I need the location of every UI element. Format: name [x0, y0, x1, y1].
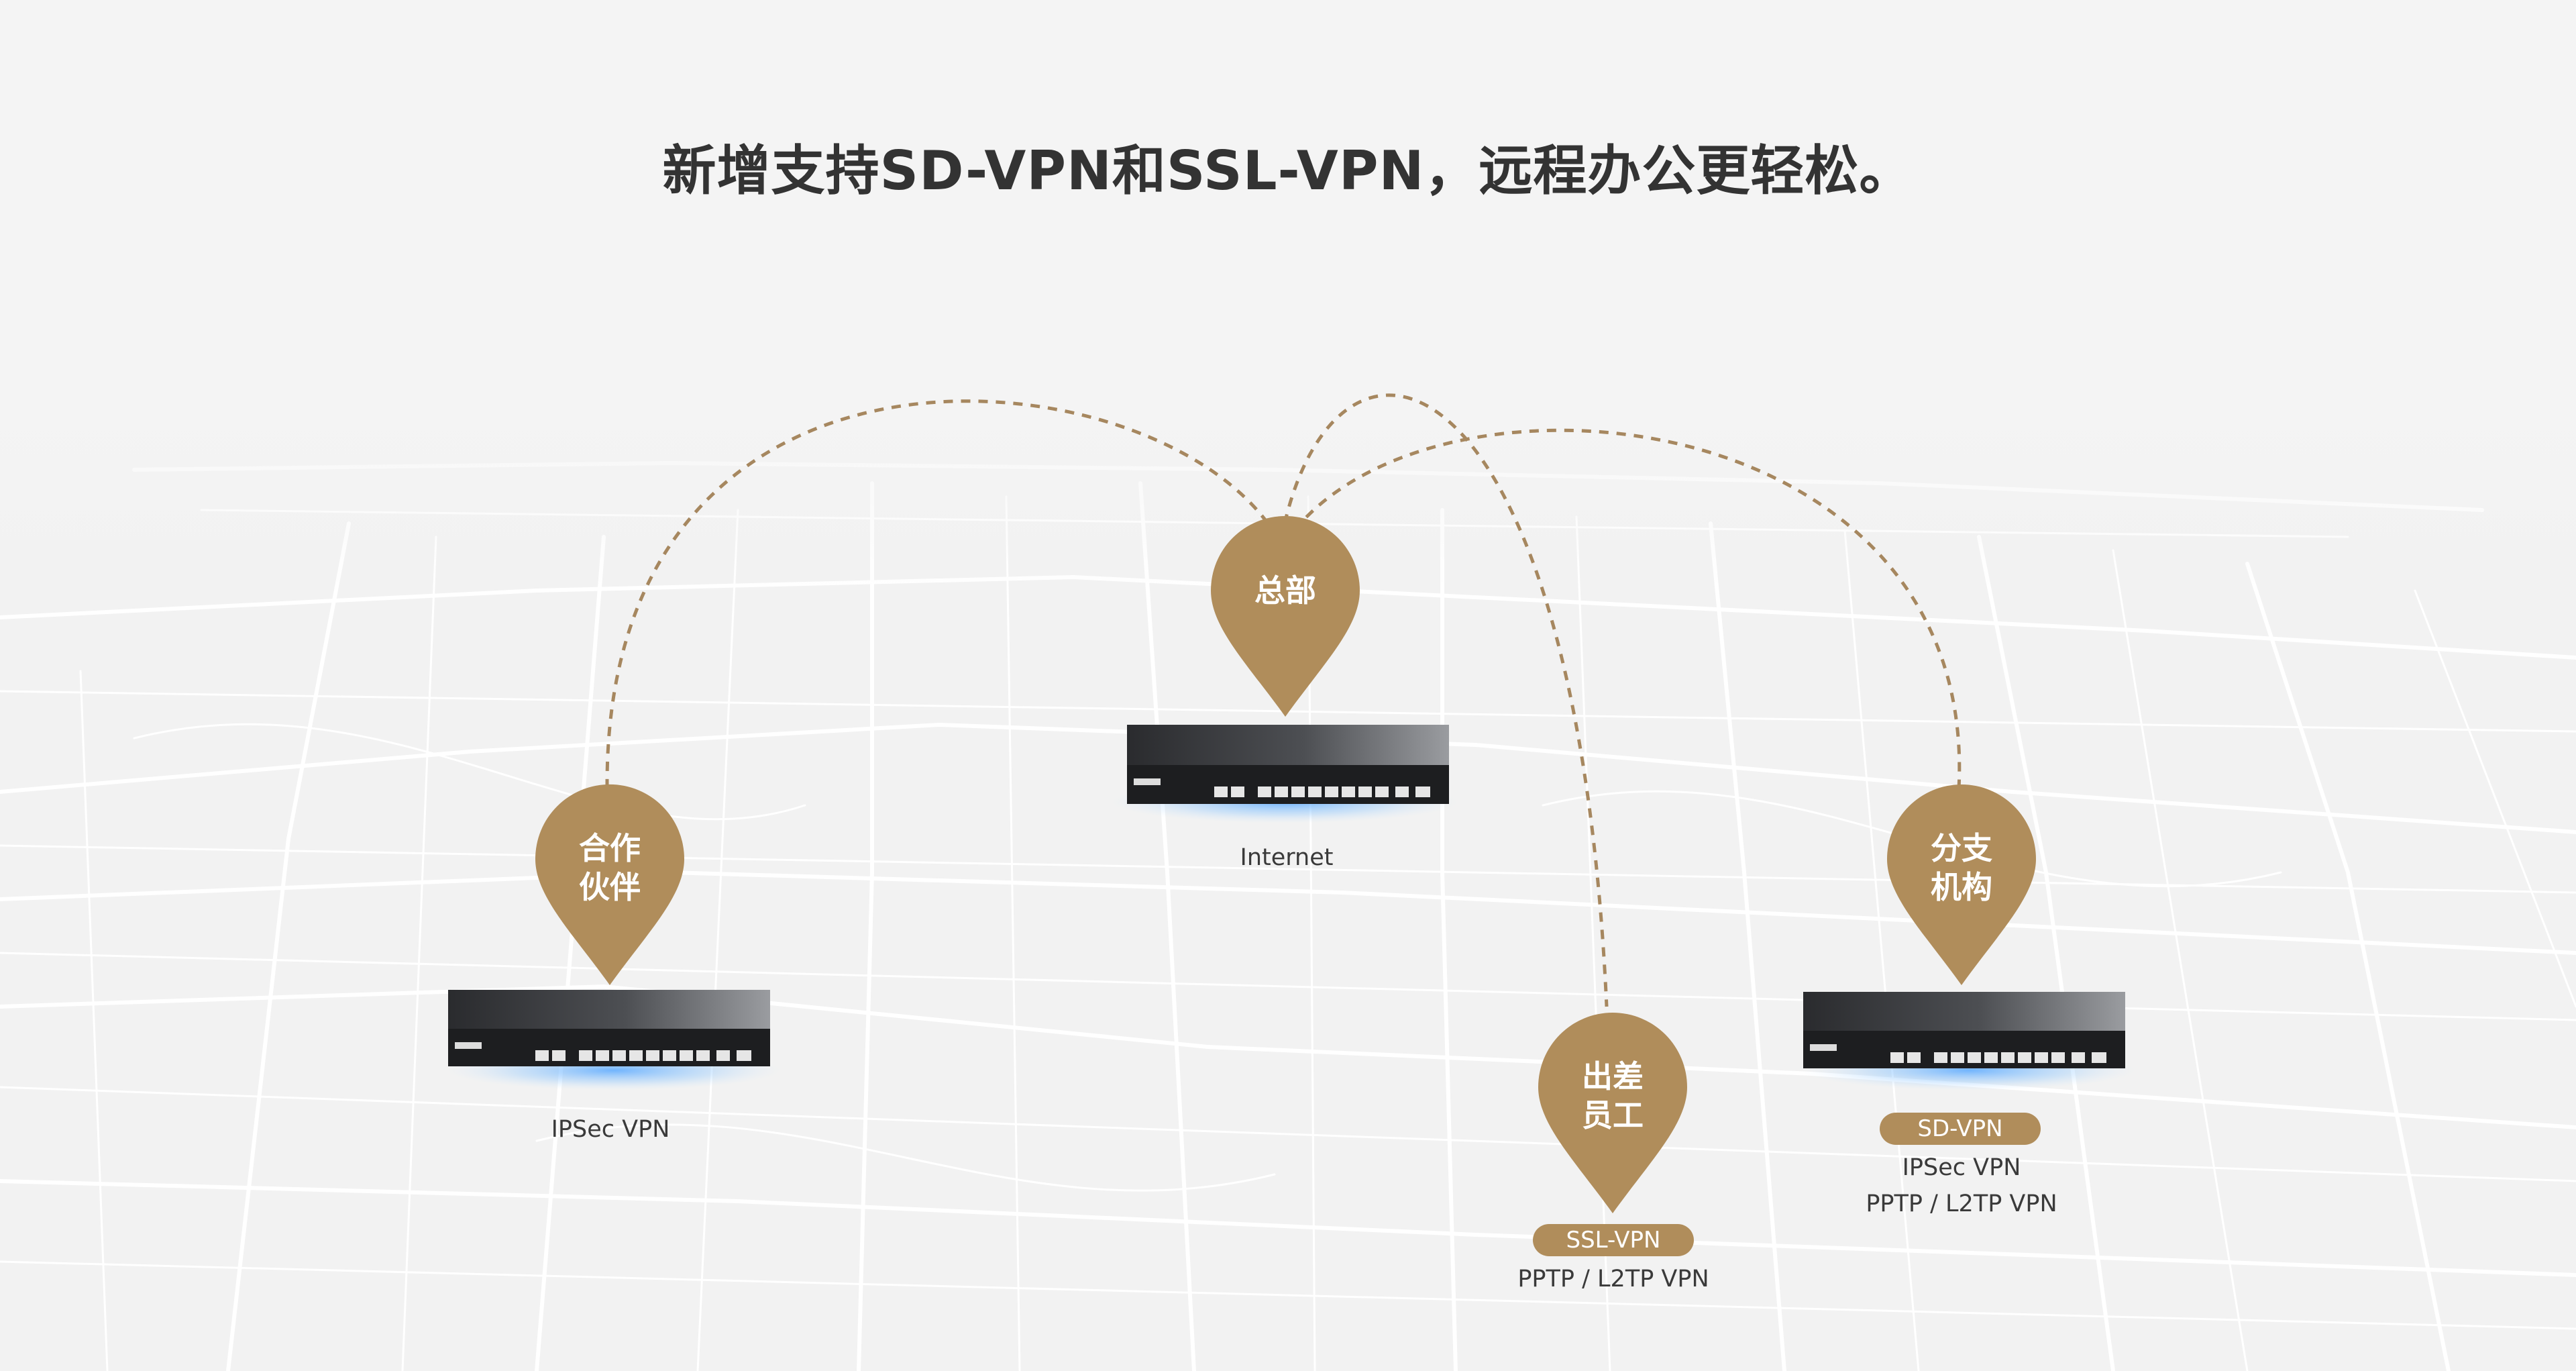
vpn-tunnels — [605, 393, 1962, 1007]
tunnel-hq-travel — [1283, 393, 1609, 1007]
branch-pin-label: 分支 机构 — [1888, 829, 2035, 907]
travel-vpn-tag: SSL-VPN — [1533, 1224, 1694, 1256]
branch-caption-pptp: PPTP / L2TP VPN — [1866, 1190, 2057, 1217]
branch-pin-label-line1: 分支 — [1931, 830, 1992, 866]
partner-router — [448, 990, 770, 1066]
branch-caption-ipsec: IPSec VPN — [1902, 1154, 2021, 1181]
branch-router — [1803, 992, 2125, 1068]
partner-caption: IPSec VPN — [551, 1116, 670, 1143]
branch-pin-label-line2: 机构 — [1931, 869, 1992, 905]
hq-pin-label: 总部 — [1254, 572, 1316, 609]
tunnel-hq-branch — [1293, 428, 1962, 789]
hq-router — [1127, 725, 1449, 804]
partner-pin-label-line2: 伙伴 — [579, 869, 641, 905]
branch-vpn-tag: SD-VPN — [1880, 1113, 2041, 1145]
partner-pin-icon — [535, 784, 685, 985]
hq-pin-icon — [1211, 516, 1360, 717]
travel-pin-icon — [1538, 1013, 1687, 1213]
partner-pin-label-line1: 合作 — [579, 830, 641, 866]
header-background — [0, 0, 2576, 376]
tunnel-partner-hq — [605, 399, 1270, 789]
travel-pin-label: 出差 员工 — [1539, 1057, 1686, 1135]
travel-caption: PPTP / L2TP VPN — [1517, 1266, 1709, 1292]
branch-pin-icon — [1887, 784, 2036, 985]
travel-pin-label-line1: 出差 — [1582, 1058, 1644, 1095]
hq-caption: Internet — [1240, 844, 1334, 871]
travel-pin-label-line2: 员工 — [1582, 1097, 1644, 1133]
partner-pin-label: 合作 伙伴 — [536, 829, 684, 907]
page-title: 新增支持SD-VPN和SSL-VPN，远程办公更轻松。 — [662, 140, 1914, 202]
